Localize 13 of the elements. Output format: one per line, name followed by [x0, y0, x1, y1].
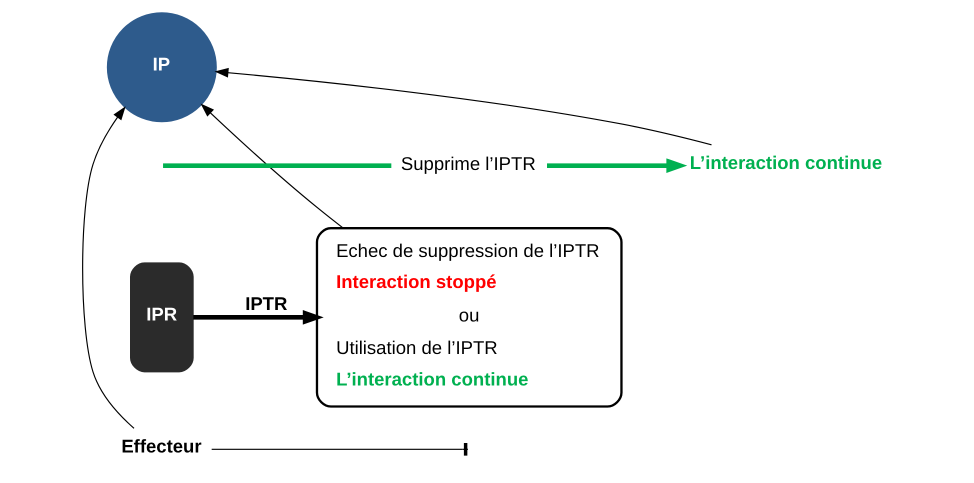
connector — [162, 163, 391, 168]
connector — [211, 448, 468, 450]
edge-label: IPTR — [244, 293, 287, 314]
node-text: Effecteur — [120, 436, 202, 457]
arrow — [82, 106, 134, 429]
arrow — [546, 158, 687, 173]
node-box: IPR — [130, 262, 194, 372]
node-text: L’interaction continue — [689, 152, 882, 173]
arrow — [200, 104, 343, 229]
arrow — [192, 310, 324, 325]
node-text: Supprime l’IPTR — [400, 153, 536, 174]
arrow — [214, 68, 712, 146]
node-box: Echec de suppression de l’IPTR Interaction stoppé ou Utilisation de l’IPTR L’interaction continue — [315, 227, 622, 408]
